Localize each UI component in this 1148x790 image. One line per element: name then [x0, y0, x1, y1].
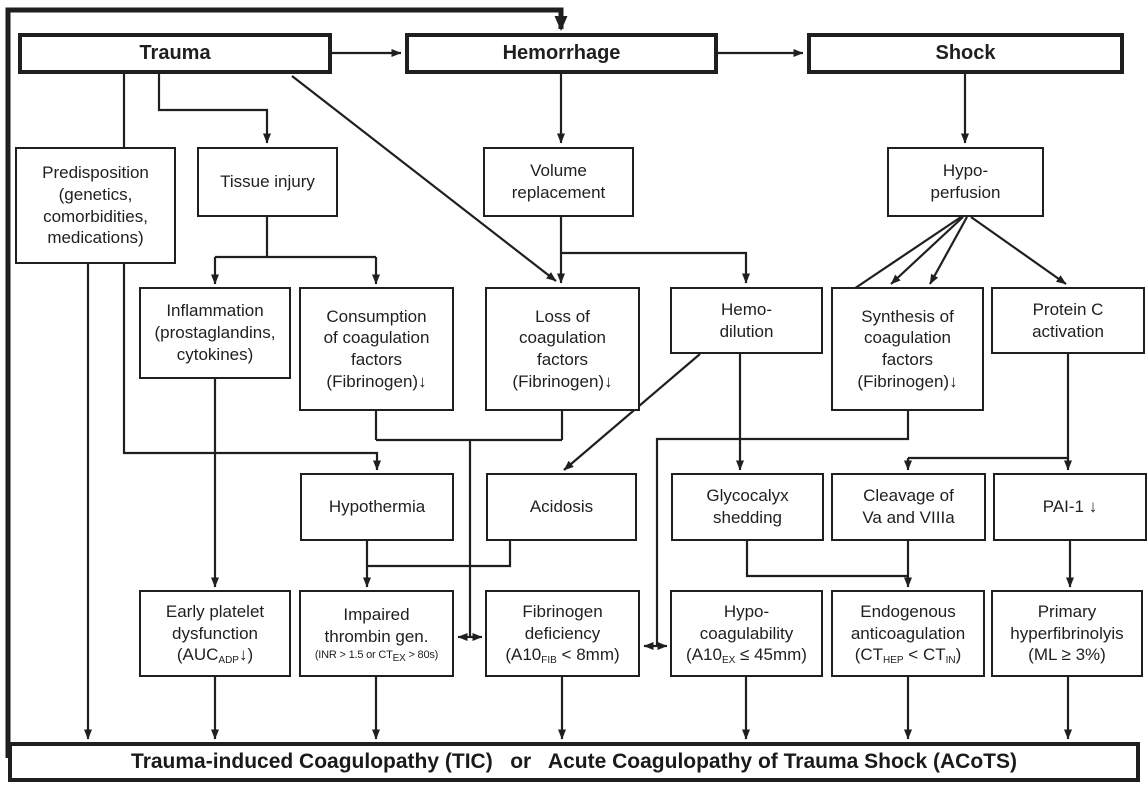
node-hypothermia: Hypothermia: [300, 473, 454, 541]
edge-hypoperfusion-to-synthesis: [929, 216, 968, 285]
node-trauma: Trauma: [18, 33, 332, 74]
edge-trauma-to-loss: [291, 75, 557, 282]
node-inflammation: Inflammation(prostaglandins,cytokines): [139, 287, 291, 379]
node-hemorrhage: Hemorrhage: [405, 33, 718, 74]
node-tic-conclusion: Trauma-induced Coagulopathy (TIC) or Acu…: [8, 742, 1140, 782]
node-hypoperfusion: Hypo-perfusion: [887, 147, 1044, 217]
edge-trauma-to-tissue-injury: [157, 74, 271, 144]
node-predisposition: Predisposition(genetics,comorbidities,me…: [15, 147, 176, 264]
edge-volume-replacement-to-hemodilution: [561, 251, 750, 284]
edge-glycocalyx-to-join: [745, 541, 908, 578]
node-hypocoagulability: Hypo-coagulability(A10EX ≤ 45mm): [670, 590, 823, 677]
edge-hemodilution-to-acidosis: [563, 353, 701, 471]
edge-hypoperfusion-to-protein-c: [970, 216, 1067, 285]
node-pai1: PAI-1 ↓: [993, 473, 1147, 541]
node-acidosis: Acidosis: [486, 473, 637, 541]
edge-tic-to-hemorrhage: [5, 7, 568, 758]
edge-predisposition-to-hypothermia: [122, 264, 381, 471]
edge-hypoperfusion-to-synthesis: [890, 216, 964, 285]
node-shock: Shock: [807, 33, 1124, 74]
edge-acidosis-to-join: [367, 541, 512, 568]
node-tissue-injury: Tissue injury: [197, 147, 338, 217]
edge-synthesis-to-join: [655, 411, 910, 646]
node-hemodilution: Hemo-dilution: [670, 287, 823, 354]
